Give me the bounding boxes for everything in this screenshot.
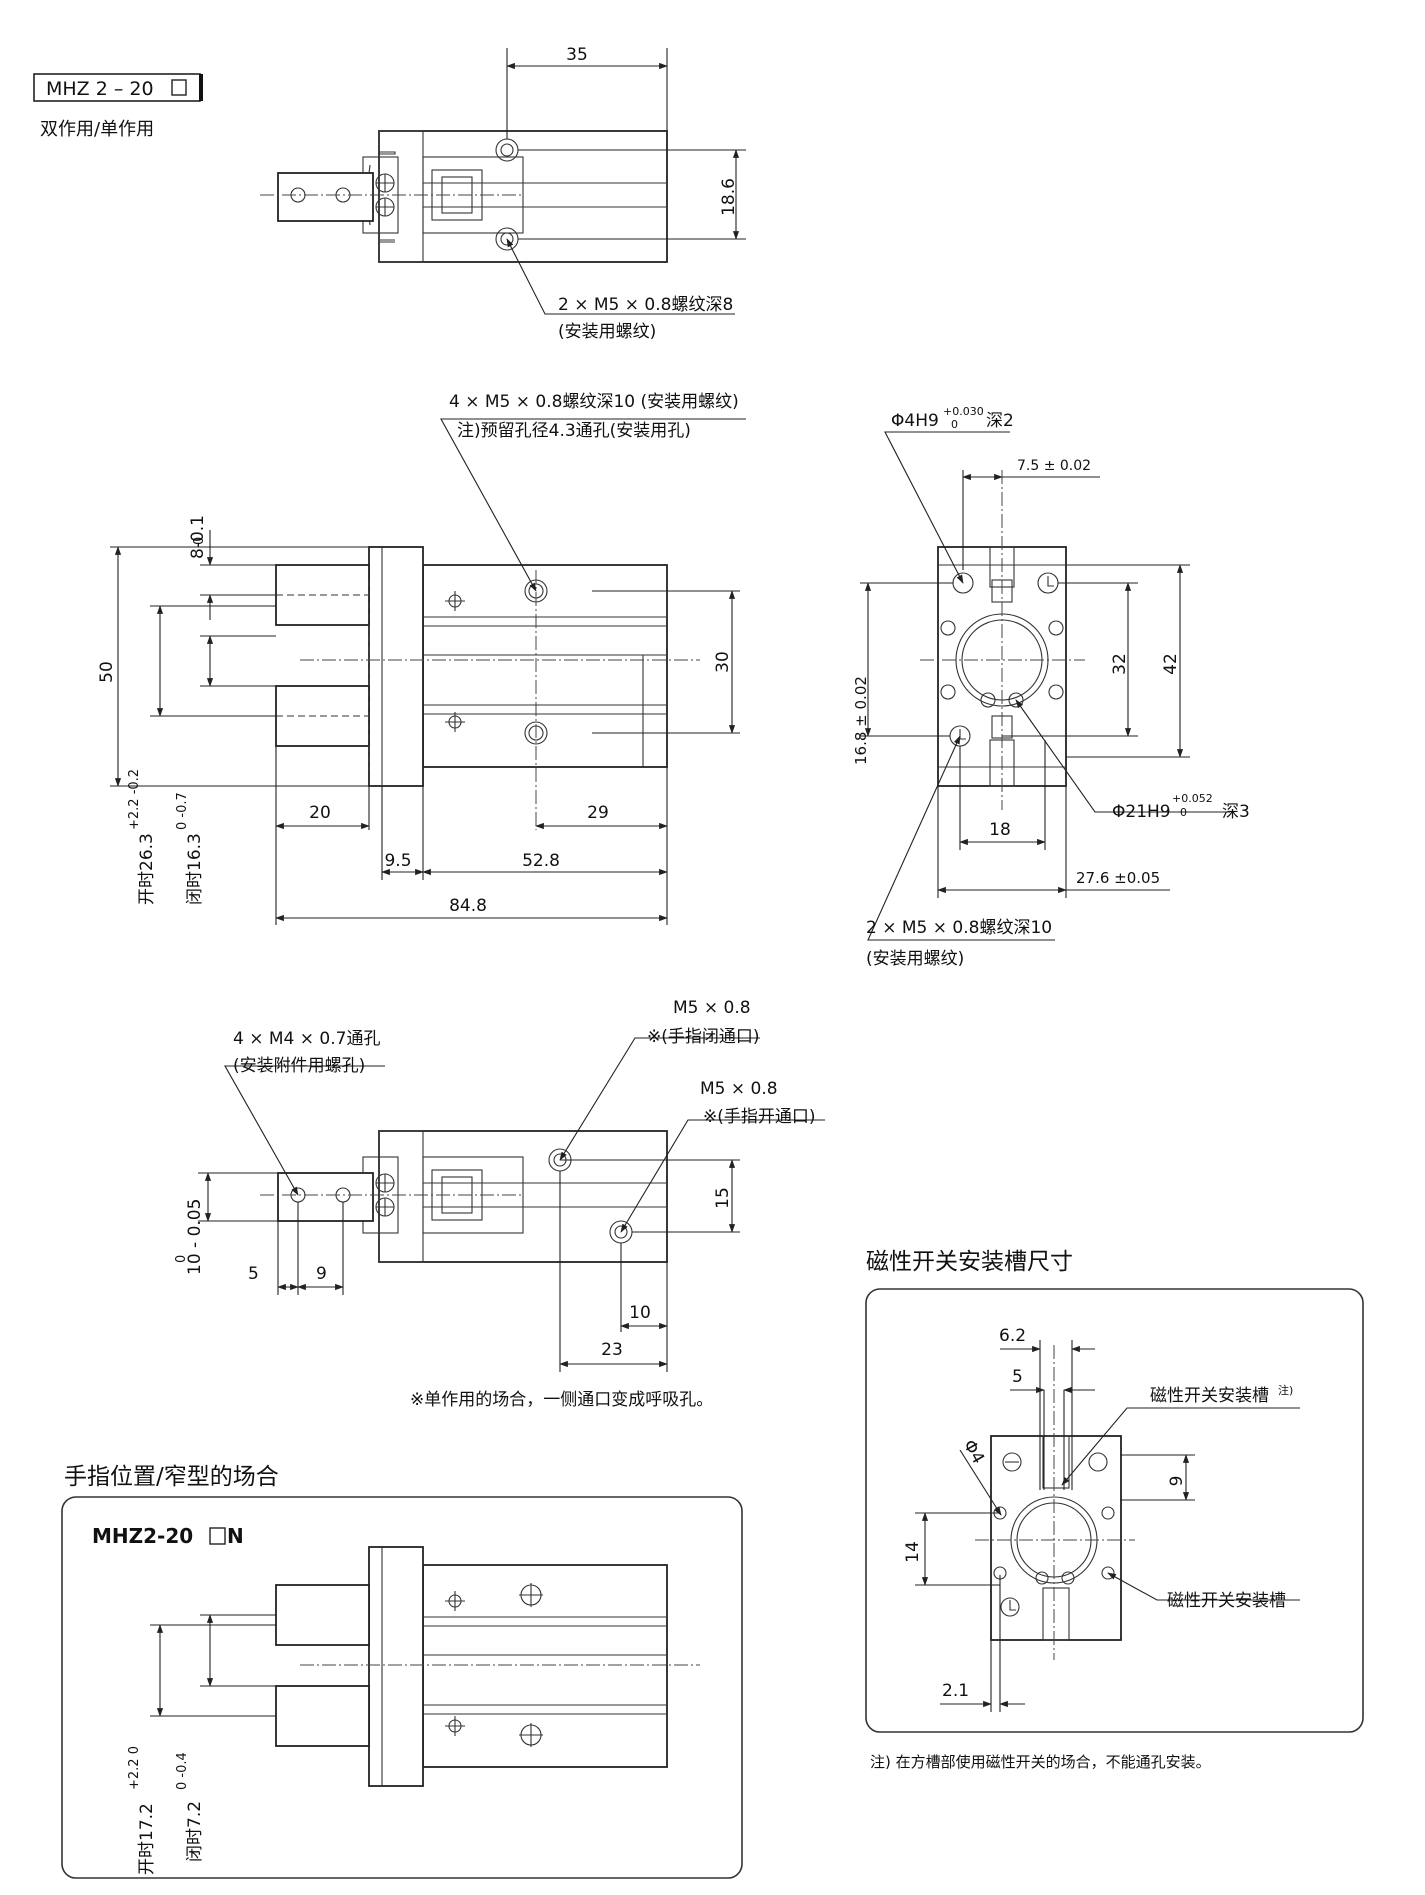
port-close-note: ※(手指闭通口) [647,1027,760,1047]
port-open-note: ※(手指开通口) [703,1107,816,1127]
dim-width-35: 35 [566,45,588,65]
front-thread-note: 4 × M5 × 0.8螺纹深10 (安装用螺纹) [449,392,739,412]
dim-hole-pitch-30: 30 [713,651,733,673]
narrow-section-heading: 手指位置/窄型的场合 [64,1464,279,1490]
front-view-end-block [368,546,424,787]
bore-tol-bottom: 0 [1180,806,1187,819]
narrow-open-tol: +2.2 0 [127,1746,142,1790]
dim-5: 5 [248,1264,259,1284]
dim-10-tol-top: 0 [174,1255,189,1263]
narrow-model-suffix: N [227,1524,244,1548]
dim-7-5: 7.5 ± 0.02 [1017,458,1091,474]
model-label: MHZ 2 – 20 [46,78,154,100]
dim-5-groove: 5 [1012,1367,1023,1387]
dim-height-50: 50 [97,661,117,683]
dim-6-2: 6.2 [999,1326,1026,1346]
dim-height-18-6: 18.6 [719,178,739,216]
accessory-hole-note-sub: (安装附件用螺孔) [233,1056,365,1076]
bottom-view-finger [277,1172,374,1222]
pin-tol-bottom: 0 [951,418,958,431]
narrow-close: 闭时7.2 [185,1801,205,1862]
dim-total-84-8: 84.8 [449,896,487,916]
dim-close-tol: 0 -0.7 [175,792,190,830]
pin-depth: 深2 [986,411,1014,431]
top-view-finger [277,172,374,222]
dim-42: 42 [1161,653,1181,675]
action-type-subtitle: 双作用/单作用 [40,119,154,140]
dim-20: 20 [309,803,331,823]
top-view: 35 18.6 2 × M5 × 0.8螺纹深8 (安装用螺纹) [260,45,746,342]
narrow-section-frame [61,1496,743,1879]
dim-32: 32 [1110,653,1130,675]
narrow-finger-section: 手指位置/窄型的场合 MHZ2-20 N 开时17.2 +2.2 0 闭时7.2… [61,1464,743,1879]
switch-section-frame [865,1288,1364,1733]
dim-open-26-3: 开时26.3 [137,833,157,905]
dim-14: 14 [903,1541,923,1563]
pin-tol-top: +0.030 [943,405,984,418]
dim-52-8: 52.8 [522,851,560,871]
dim-9: 9 [316,1264,327,1284]
side-thread-note-sub: (安装用螺纹) [866,949,964,969]
dim-phi4: Φ4 [959,1437,988,1468]
dim-2-1: 2.1 [942,1681,969,1701]
groove-note-sup: 注) [1278,1383,1293,1397]
dim-finger-8: 8-0.1 [188,515,208,559]
bore-note: Φ21H9 [1112,802,1171,822]
bore-depth: 深3 [1222,802,1250,822]
dim-10-port: 10 [629,1303,651,1323]
top-thread-note-sub: (安装用螺纹) [558,322,656,342]
switch-footnote: 注) 在方槽部使用磁性开关的场合，不能通孔安装。 [870,1753,1211,1771]
dim-27-6: 27.6 ±0.05 [1076,869,1160,887]
port-close-size: M5 × 0.8 [673,998,751,1018]
front-mount-hole [524,721,548,745]
top-thread-note: 2 × M5 × 0.8螺纹深8 [558,295,733,315]
dim-16-8: 16.8 ± 0.02 [852,676,870,765]
dim-9-5: 9.5 [384,851,411,871]
side-view: Φ4H9 +0.030 0 深2 7.5 ± 0.02 16.8 ± 0.02 … [852,405,1250,969]
dim-23: 23 [601,1340,623,1360]
switch-section-heading: 磁性开关安装槽尺寸 [866,1249,1073,1275]
bottom-view: 4 × M4 × 0.7通孔 (安装附件用螺孔) M5 × 0.8 ※(手指闭通… [174,998,825,1410]
front-hole-note: 注)预留孔径4.3通孔(安装用孔) [457,421,691,441]
model-option-square [171,79,187,96]
finger-tol-top: 0 [192,537,207,545]
groove-label: 磁性开关安装槽 [1167,1591,1286,1611]
dim-9-groove: 9 [1167,1476,1187,1487]
front-view: 4 × M5 × 0.8螺纹深10 (安装用螺纹) 注)预留孔径4.3通孔(安装… [97,392,746,925]
pin-hole-note: Φ4H9 [891,411,939,431]
dim-10: 10 - 0.05 [185,1199,205,1275]
side-thread-note: 2 × M5 × 0.8螺纹深10 [866,918,1052,938]
switch-groove-section: 磁性开关安装槽尺寸 6.2 5 磁性开关安装槽 注) Φ4 9 14 磁性开关安… [865,1249,1364,1771]
bore-tol-top: +0.052 [1172,792,1213,805]
groove-note: 磁性开关安装槽 [1150,1386,1269,1406]
dim-18: 18 [989,820,1011,840]
dim-open-tol: +2.2 -0.2 [127,769,142,830]
narrow-close-tol: 0 -0.4 [175,1752,190,1790]
narrow-model: MHZ2-20 [92,1524,193,1548]
dim-15: 15 [713,1187,733,1209]
front-view-body [422,564,668,768]
dim-close-16-3: 闭时16.3 [185,833,205,905]
accessory-hole-note: 4 × M4 × 0.7通孔 [233,1029,380,1049]
dim-29: 29 [587,803,609,823]
port-open-size: M5 × 0.8 [700,1079,778,1099]
model-label-box: MHZ 2 – 20 [33,73,203,102]
single-acting-footnote: ※单作用的场合，一侧通口变成呼吸孔。 [410,1390,713,1410]
narrow-open: 开时17.2 [137,1803,157,1875]
